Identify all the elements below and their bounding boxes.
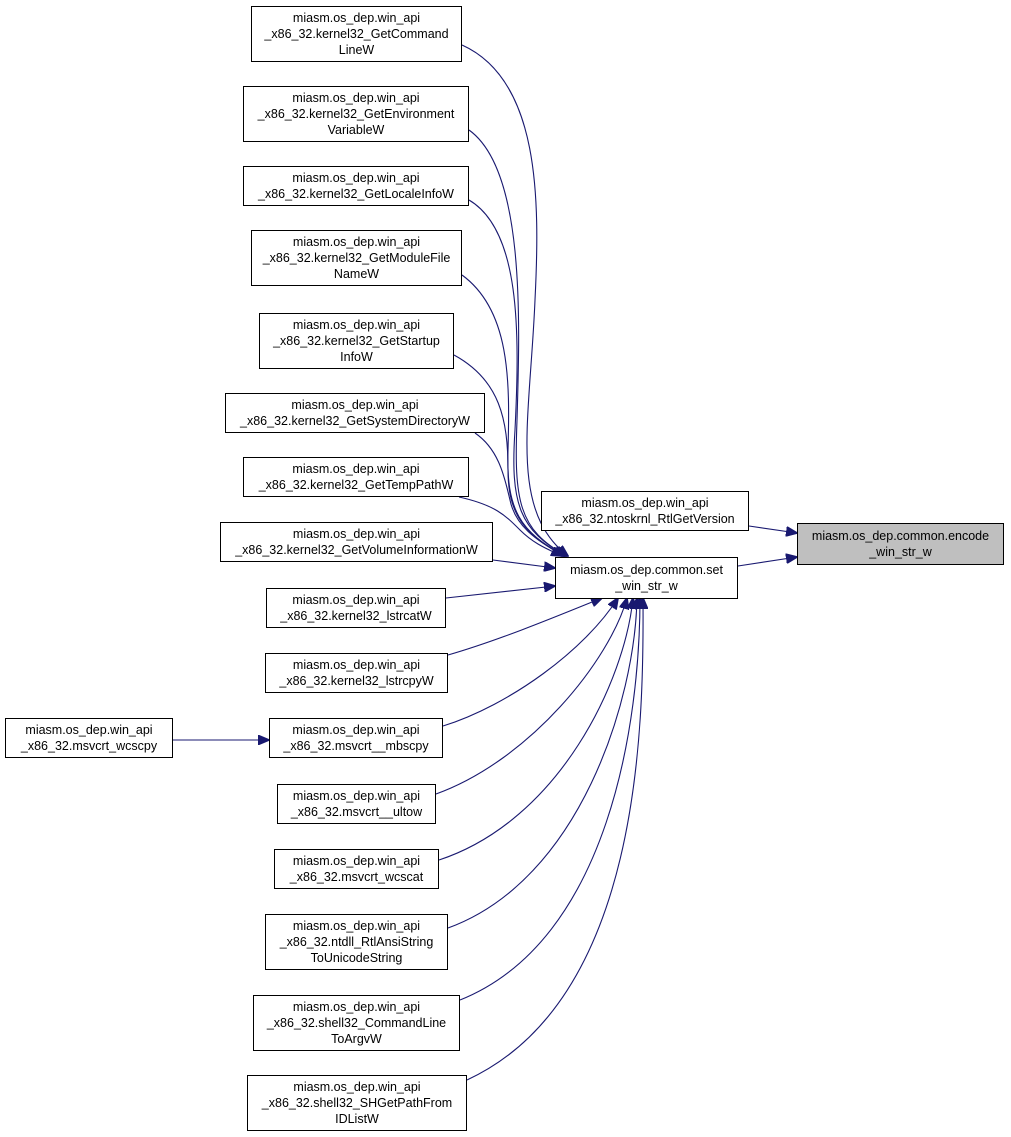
node-label-line: _x86_32.kernel32_GetVolumeInformationW	[235, 543, 478, 557]
node-label-line: _x86_32.msvcrt__ultow	[290, 805, 423, 819]
node-label-line: miasm.os_dep.win_api	[292, 235, 421, 249]
node-label-line: _x86_32.kernel32_lstrcatW	[280, 609, 432, 623]
edge-getstartup-to-set	[453, 354, 565, 556]
edge-set-to-encode	[737, 557, 797, 567]
node-gettemp[interactable]: miasm.os_dep.win_api _x86_32.kernel32_Get…	[243, 457, 469, 497]
node-label-line: miasm.os_dep.win_api	[292, 593, 420, 607]
node-getcommandline[interactable]: miasm.os_dep.win_api _x86_32.kernel32_Get…	[251, 6, 462, 62]
node-label-line: VariableW	[327, 123, 385, 137]
edge-rtlgetversion-to-encode	[748, 525, 797, 533]
node-rtlansi[interactable]: miasm.os_dep.win_api _x86_32.ntdll_RtlAns…	[265, 914, 448, 970]
node-rtlgetversion[interactable]: miasm.os_dep.win_api _x86_32.ntoskrnl_Rtl…	[541, 491, 749, 531]
node-label-line: InfoW	[340, 350, 373, 364]
edge-getvolume-to-set	[492, 559, 555, 568]
edge-cmdline2argv-to-set	[459, 598, 640, 1001]
node-label-line: miasm.os_dep.win_api	[293, 1080, 421, 1094]
node-label-line: _x86_32.kernel32_GetCommand	[264, 27, 449, 41]
node-label-line: miasm.os_dep.win_api	[292, 854, 421, 868]
node-lstrcpy[interactable]: miasm.os_dep.win_api _x86_32.kernel32_lst…	[265, 653, 448, 693]
node-label-line: miasm.os_dep.common.encode	[811, 529, 990, 543]
node-shgetpath[interactable]: miasm.os_dep.win_api _x86_32.shell32_SHGe…	[247, 1075, 467, 1131]
node-wcscpy[interactable]: miasm.os_dep.win_api _x86_32.msvcrt_wcscp…	[5, 718, 173, 758]
node-label-line: NameW	[333, 267, 380, 281]
node-label-line: miasm.os_dep.win_api	[291, 398, 419, 412]
edge-lstrcat-to-set	[445, 586, 555, 599]
node-label-line: miasm.os_dep.win_api	[25, 723, 153, 737]
node-label-line: _x86_32.kernel32_GetModuleFile	[262, 251, 451, 265]
node-cmdline2argv[interactable]: miasm.os_dep.win_api _x86_32.shell32_Comm…	[253, 995, 460, 1051]
node-label-line: LineW	[338, 43, 375, 57]
node-label-line: miasm.os_dep.win_api	[292, 171, 420, 185]
node-label-line: miasm.os_dep.win_api	[292, 1000, 421, 1014]
edge-rtlansi-to-set	[447, 598, 637, 929]
edge-mbscpy-to-set	[442, 598, 618, 727]
node-lstrcat[interactable]: miasm.os_dep.win_api _x86_32.kernel32_lst…	[266, 588, 446, 628]
node-getvolume[interactable]: miasm.os_dep.win_api _x86_32.kernel32_Get…	[220, 522, 493, 562]
node-label-line: ToArgvW	[331, 1032, 382, 1046]
node-label-line: IDListW	[335, 1112, 379, 1126]
node-label-line: miasm.os_dep.win_api	[292, 723, 420, 737]
node-label-line: miasm.os_dep.win_api	[292, 919, 421, 933]
edge-getcommandline-to-set	[461, 44, 568, 556]
node-label-line: _x86_32.shell32_SHGetPathFrom	[261, 1096, 453, 1110]
node-ultow[interactable]: miasm.os_dep.win_api _x86_32.msvcrt__ulto…	[277, 784, 436, 824]
node-getsysdir[interactable]: miasm.os_dep.win_api _x86_32.kernel32_Get…	[225, 393, 485, 433]
node-getmodule[interactable]: miasm.os_dep.win_api _x86_32.kernel32_Get…	[251, 230, 462, 286]
edge-gettemp-to-set	[458, 496, 562, 556]
node-label-line: _win_str_w	[869, 545, 932, 559]
node-getlocale[interactable]: miasm.os_dep.win_api _x86_32.kernel32_Get…	[243, 166, 469, 206]
edge-wcscat-to-set	[438, 598, 633, 861]
node-wcscat[interactable]: miasm.os_dep.win_api _x86_32.msvcrt_wcsca…	[274, 849, 439, 889]
node-label-line: _win_str_w	[615, 579, 678, 593]
node-label-line: _x86_32.msvcrt_wcscpy	[20, 739, 158, 753]
node-label-line: miasm.os_dep.win_api	[292, 658, 421, 672]
node-label-line: miasm.os_dep.win_api	[292, 527, 421, 541]
node-label-line: miasm.os_dep.common.set	[570, 563, 723, 577]
node-label-line: _x86_32.kernel32_GetTempPathW	[258, 478, 454, 492]
node-set[interactable]: miasm.os_dep.common.set _win_str_w	[555, 557, 738, 599]
node-label-line: miasm.os_dep.win_api	[581, 496, 709, 510]
node-encode: miasm.os_dep.common.encode _win_str_w	[797, 523, 1004, 565]
node-label-line: _x86_32.kernel32_GetLocaleInfoW	[258, 187, 454, 201]
node-label-line: miasm.os_dep.win_api	[292, 462, 420, 476]
edge-shgetpath-to-set	[466, 598, 643, 1081]
node-label-line: _x86_32.kernel32_GetEnvironment	[257, 107, 455, 121]
edge-lstrcpy-to-set	[447, 598, 602, 656]
node-label-line: _x86_32.msvcrt__mbscpy	[283, 739, 429, 753]
node-label-line: _x86_32.msvcrt_wcscat	[289, 870, 424, 884]
node-label-line: miasm.os_dep.win_api	[292, 318, 421, 332]
node-label-line: _x86_32.kernel32_GetStartup	[273, 334, 440, 348]
node-label-line: miasm.os_dep.win_api	[292, 11, 421, 25]
edge-getsysdir-to-set	[474, 432, 564, 556]
edge-getenv-to-set	[468, 129, 567, 556]
node-label-line: miasm.os_dep.win_api	[292, 91, 420, 105]
edge-ultow-to-set	[435, 598, 627, 795]
edge-getlocale-to-set	[468, 199, 566, 556]
node-label-line: _x86_32.ntdll_RtlAnsiString	[279, 935, 434, 949]
node-label-line: _x86_32.kernel32_GetSystemDirectoryW	[240, 414, 470, 428]
node-getenv[interactable]: miasm.os_dep.win_api _x86_32.kernel32_Get…	[243, 86, 469, 142]
node-label-line: _x86_32.kernel32_lstrcpyW	[279, 674, 434, 688]
node-label-line: _x86_32.ntoskrnl_RtlGetVersion	[555, 512, 735, 526]
node-mbscpy[interactable]: miasm.os_dep.win_api _x86_32.msvcrt__mbsc…	[269, 718, 443, 758]
node-getstartup[interactable]: miasm.os_dep.win_api _x86_32.kernel32_Get…	[259, 313, 454, 369]
node-label-line: _x86_32.shell32_CommandLine	[266, 1016, 447, 1030]
node-label-line: miasm.os_dep.win_api	[292, 789, 421, 803]
node-label-line: ToUnicodeString	[310, 951, 403, 965]
